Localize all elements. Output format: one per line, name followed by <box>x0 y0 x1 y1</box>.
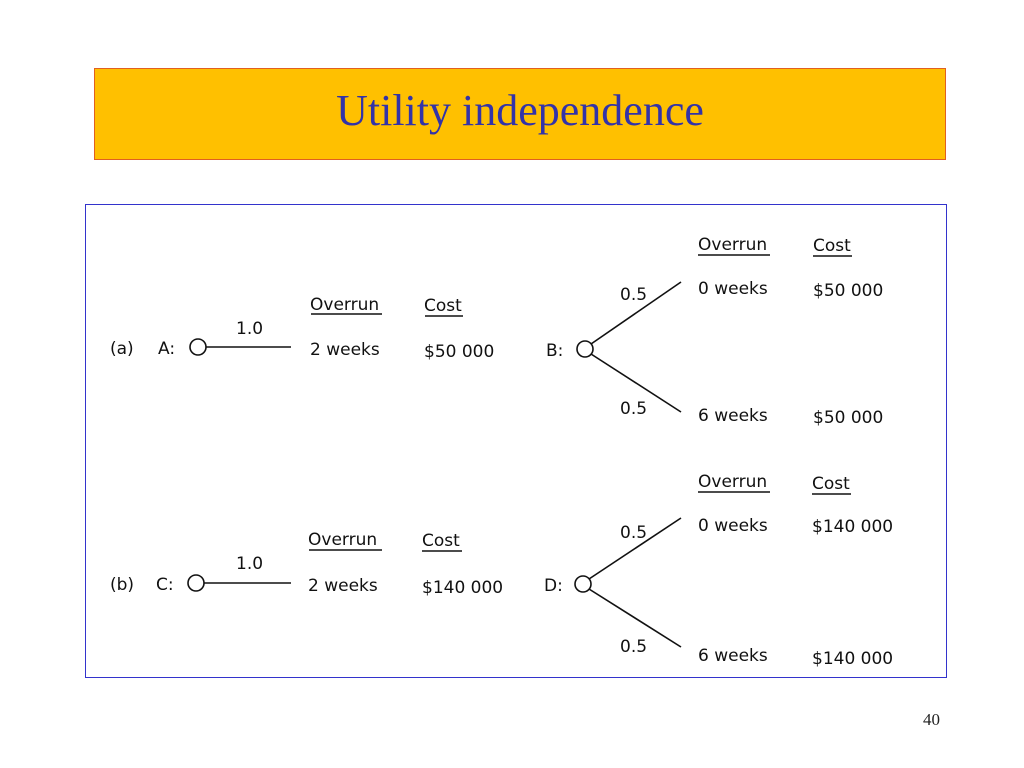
decision-tree-figure: (a) A: 1.0 Overrun Cost 2 weeks $50 000 … <box>85 204 947 678</box>
prob-b-down: 0.5 <box>620 399 647 419</box>
overrun-a-value: 2 weeks <box>310 340 380 360</box>
slide-title: Utility independence <box>336 85 704 135</box>
branch-d-up <box>588 517 682 580</box>
prob-d-down: 0.5 <box>620 637 647 657</box>
header-d-overrun: Overrun <box>698 472 767 492</box>
cost-c-value: $140 000 <box>422 578 503 598</box>
overrun-b-up: 0 weeks <box>698 279 768 299</box>
header-a-overrun: Overrun <box>310 295 379 315</box>
branch-b-down <box>590 353 682 413</box>
cost-b-up: $50 000 <box>813 281 883 301</box>
header-c-overrun: Overrun <box>308 530 377 550</box>
part-b-label: (b) <box>110 575 134 595</box>
page-number: 40 <box>923 710 940 729</box>
node-c-label: C: <box>156 575 174 595</box>
header-a-cost: Cost <box>424 296 462 316</box>
header-d-cost: Cost <box>812 474 850 494</box>
header-b-overrun: Overrun <box>698 235 767 255</box>
node-a-circle <box>189 338 207 356</box>
cost-b-down: $50 000 <box>813 408 883 428</box>
header-c-cost: Cost <box>422 531 460 551</box>
cost-d-down: $140 000 <box>812 649 893 669</box>
overrun-b-down: 6 weeks <box>698 406 768 426</box>
prob-b-up: 0.5 <box>620 285 647 305</box>
node-d-label: D: <box>544 576 563 596</box>
prob-a-label: 1.0 <box>236 319 263 339</box>
overrun-d-down: 6 weeks <box>698 646 768 666</box>
node-a-label: A: <box>158 339 175 359</box>
node-d-circle <box>574 575 592 593</box>
cost-a-value: $50 000 <box>424 342 494 362</box>
node-c-circle <box>187 574 205 592</box>
branch-b-up <box>590 281 682 345</box>
header-b-cost: Cost <box>813 236 851 256</box>
overrun-d-up: 0 weeks <box>698 516 768 536</box>
branch-d-down <box>588 588 682 648</box>
overrun-c-value: 2 weeks <box>308 576 378 596</box>
prob-c-label: 1.0 <box>236 554 263 574</box>
node-b-circle <box>576 340 594 358</box>
cost-d-up: $140 000 <box>812 517 893 537</box>
node-b-label: B: <box>546 341 563 361</box>
part-a-label: (a) <box>110 339 134 359</box>
decision-tree-svg: (a) A: 1.0 Overrun Cost 2 weeks $50 000 … <box>110 235 893 669</box>
title-bar: Utility independence <box>94 68 946 160</box>
prob-d-up: 0.5 <box>620 523 647 543</box>
